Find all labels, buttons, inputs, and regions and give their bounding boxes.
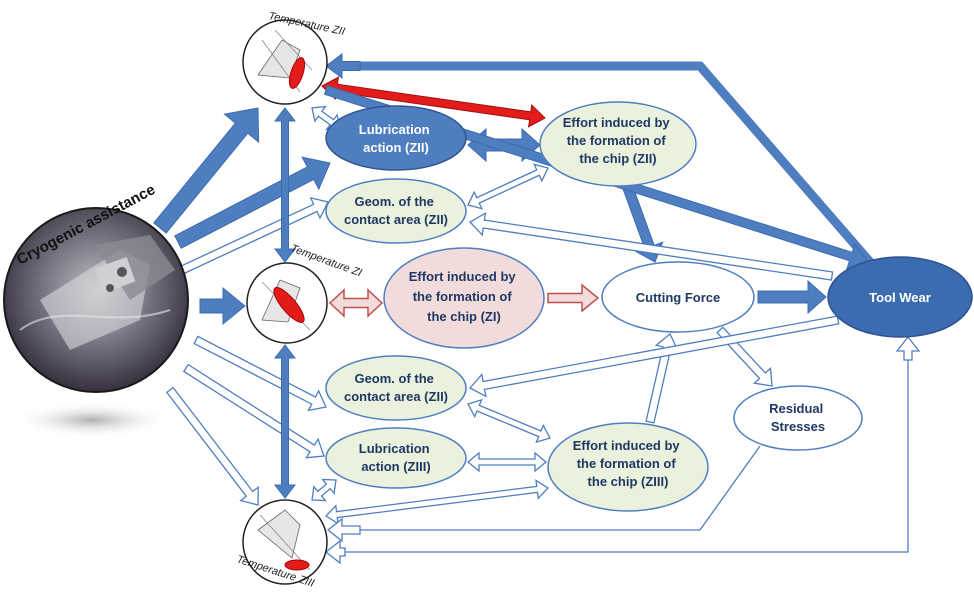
arrow-lubrication-ziii-effort-ziii bbox=[466, 451, 548, 473]
svg-text:Lubrication action (ZIII: Lubrication action (ZIII) bbox=[359, 441, 433, 474]
node-residual-line2: Stresses bbox=[771, 419, 825, 434]
svg-text:Effort induced by the fo: Effort induced by the formation of the c… bbox=[573, 438, 684, 489]
line-temp-ziii-bottom-loop bbox=[328, 346, 909, 553]
arrow-temp-ziii-lubrication-ziii bbox=[311, 478, 337, 502]
arrow-geom-lower-effort-ziii bbox=[467, 398, 551, 444]
arrow-tool-wear-to-geom-upper bbox=[468, 211, 834, 281]
node-tool-wear: Tool Wear bbox=[827, 256, 973, 338]
temperature-zi-dial bbox=[246, 262, 328, 344]
node-effort-zii-line1: Effort induced by bbox=[563, 115, 671, 130]
svg-text:Lubrication action (ZII): Lubrication action (ZII) bbox=[359, 122, 433, 155]
temperature-zii-dial bbox=[242, 19, 328, 105]
svg-text:Geom. of the contact are: Geom. of the contact area (ZII) bbox=[344, 371, 448, 404]
arrow-cryo-to-temp-zi bbox=[199, 286, 246, 326]
arrow-cryo-to-temp-zii bbox=[153, 107, 260, 234]
line-tool-wear-top-loop bbox=[345, 61, 874, 265]
node-effort-zii-line2: the formation of bbox=[567, 133, 667, 148]
node-effort-zi: Effort induced by the formation of the c… bbox=[383, 247, 545, 349]
arrow-temp-zi-effort-zi bbox=[328, 288, 384, 318]
node-geom-lower-line2: contact area (ZII) bbox=[344, 389, 448, 404]
node-effort-zi-line2: the formation of bbox=[413, 289, 513, 304]
arrow-cryo-to-lubrication-zii bbox=[174, 156, 331, 249]
node-lubrication-zii-line1: Lubrication bbox=[359, 122, 430, 137]
arrow-residual-to-temp-ziii-head bbox=[326, 517, 361, 543]
node-effort-zii: Effort induced by the formation of the c… bbox=[539, 101, 697, 187]
node-geom-upper-line2: contact area (ZII) bbox=[344, 212, 448, 227]
arrow-geom-upper-effort-zii bbox=[467, 163, 549, 210]
arrow-temp-zi-to-temp-zii bbox=[273, 107, 297, 263]
arrow-temp-zi-to-temp-ziii bbox=[273, 344, 297, 499]
node-lubrication-zii-line2: action (ZII) bbox=[363, 140, 429, 155]
node-effort-ziii-line2: the formation of bbox=[577, 456, 677, 471]
svg-text:Cutting Force: Cutting Force bbox=[636, 290, 721, 305]
arrow-tool-wear-to-geom-lower bbox=[468, 315, 840, 398]
arrow-cutting-force-to-tool-wear bbox=[757, 279, 827, 315]
svg-text:Tool Wear: Tool Wear bbox=[869, 290, 931, 305]
arrow-temp-ziii-bottom-loop-left bbox=[324, 539, 346, 565]
node-cutting-force: Cutting Force bbox=[601, 261, 755, 333]
node-effort-zii-line3: the chip (ZII) bbox=[579, 151, 656, 166]
node-geom-contact-zii-lower: Geom. of the contact area (ZII) bbox=[325, 355, 467, 421]
svg-text:Effort induced by the fo: Effort induced by the formation of the c… bbox=[409, 269, 520, 324]
node-lubrication-ziii-line2: action (ZIII) bbox=[361, 459, 430, 474]
line-residual-to-temp-ziii bbox=[335, 445, 761, 531]
arrow-cryo-to-lubrication-ziii bbox=[182, 363, 325, 459]
node-lubrication-ziii: Lubrication action (ZIII) bbox=[325, 427, 467, 489]
svg-text:Residual Stresses: Residual Stresses bbox=[769, 401, 827, 434]
arrow-temp-ziii-effort-ziii bbox=[324, 479, 550, 525]
node-residual-line1: Residual bbox=[769, 401, 823, 416]
node-residual-stresses: Residual Stresses bbox=[733, 385, 863, 451]
node-effort-zi-line1: Effort induced by bbox=[409, 269, 517, 284]
node-effort-ziii-line3: the chip (ZIII) bbox=[588, 474, 669, 489]
arrow-cryo-to-geom-lower bbox=[193, 335, 327, 412]
node-geom-upper-line1: Geom. of the bbox=[354, 194, 433, 209]
node-lubrication-zii: Lubrication action (ZII) bbox=[325, 105, 467, 171]
arrow-tool-wear-top-loop-head bbox=[325, 53, 361, 79]
svg-text:Effort induced by the fo: Effort induced by the formation of the c… bbox=[563, 115, 674, 166]
node-effort-zi-line3: the chip (ZI) bbox=[427, 309, 501, 324]
svg-text:Geom. of the contact are: Geom. of the contact area (ZII) bbox=[344, 194, 448, 227]
node-effort-ziii-line1: Effort induced by bbox=[573, 438, 681, 453]
node-geom-lower-line1: Geom. of the bbox=[354, 371, 433, 386]
arrow-temp-ziii-bottom-loop-head bbox=[895, 335, 921, 361]
arrow-cryo-to-temp-ziii bbox=[165, 386, 259, 506]
node-geom-contact-zii-upper: Geom. of the contact area (ZII) bbox=[325, 178, 467, 244]
arrow-cryo-to-geom-upper bbox=[179, 196, 329, 275]
node-cutting-force-label: Cutting Force bbox=[636, 290, 721, 305]
temperature-ziii-dial bbox=[242, 499, 328, 585]
node-effort-ziii: Effort induced by the formation of the c… bbox=[547, 422, 709, 512]
node-lubrication-ziii-line1: Lubrication bbox=[359, 441, 430, 456]
node-tool-wear-label: Tool Wear bbox=[869, 290, 931, 305]
arrow-effort-zi-cutting-force bbox=[547, 283, 600, 313]
cryogenic-assistance-photo bbox=[3, 207, 189, 438]
